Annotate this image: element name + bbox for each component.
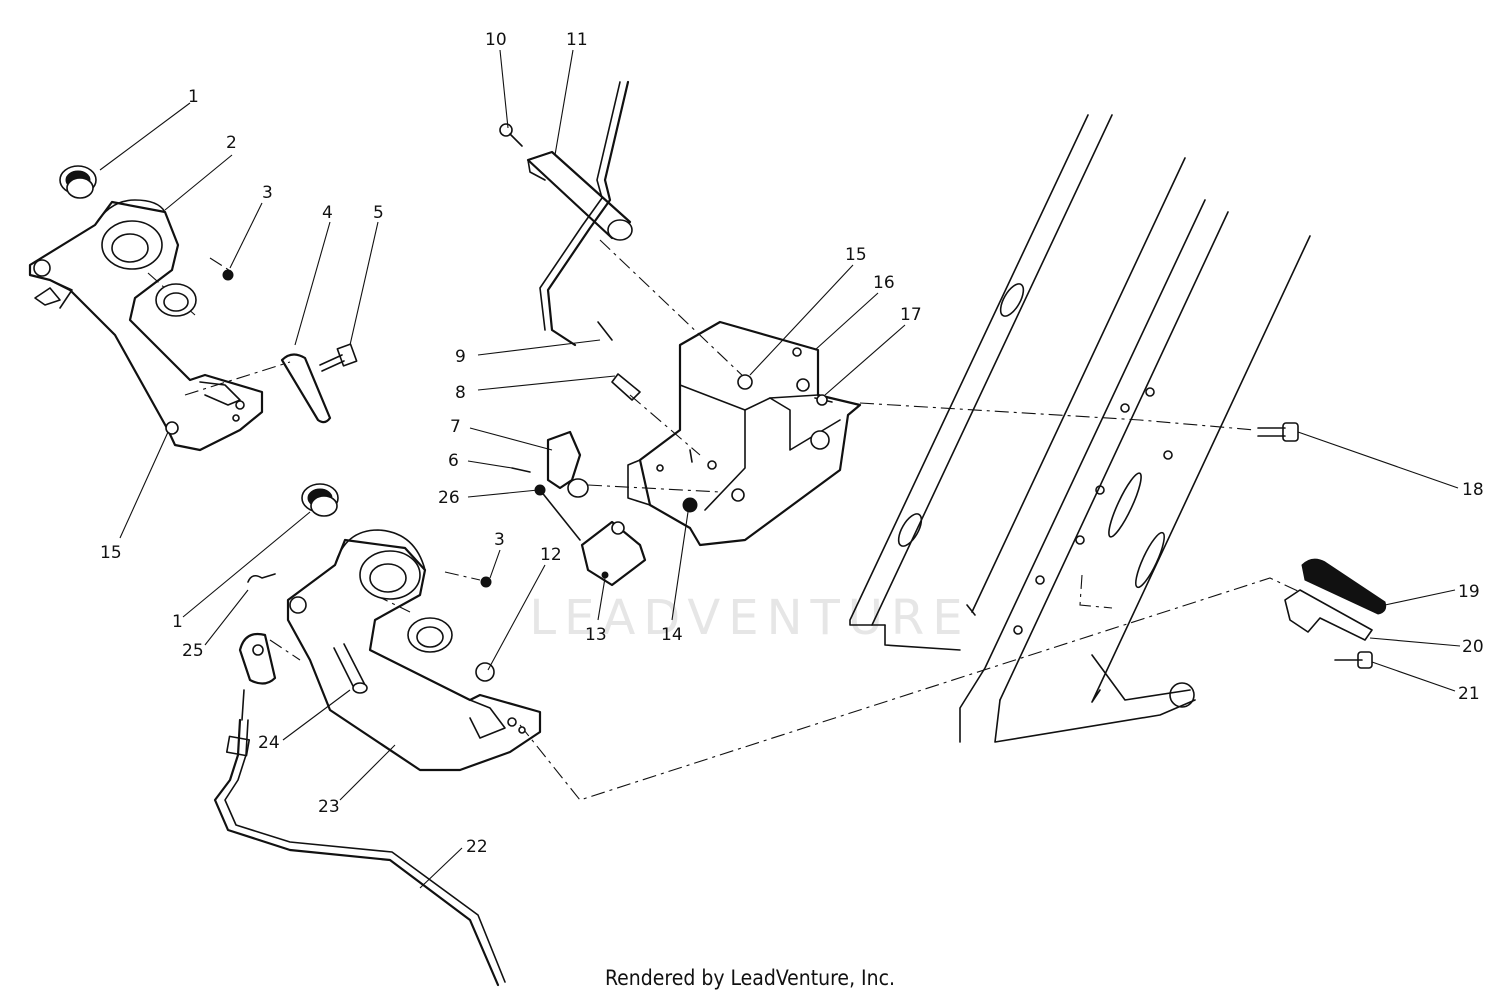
- callout-2: 2: [226, 133, 237, 153]
- callout-15: 15: [845, 245, 867, 265]
- bolt-18: [1257, 422, 1299, 442]
- callout-14: 14: [661, 625, 683, 645]
- callout-labels: 1 2 3 4 5 15 10 11 15 16 17 9 8 7 6 26 3…: [100, 30, 1484, 857]
- callout-19: 19: [1458, 582, 1480, 602]
- pedal-pad: [1284, 558, 1387, 669]
- callout-11: 11: [566, 30, 588, 50]
- callout-25: 25: [182, 641, 204, 661]
- upper-pedal-bracket: [28, 165, 358, 452]
- callout-12: 12: [540, 545, 562, 565]
- callout-3: 3: [262, 183, 273, 203]
- callout-18: 18: [1462, 480, 1484, 500]
- callout-9: 9: [455, 347, 466, 367]
- control-rod: [499, 80, 641, 401]
- rendered-by-credit: Rendered by LeadVenture, Inc.: [605, 966, 895, 990]
- leader-lines: [99, 49, 1461, 889]
- callout-6: 6: [448, 451, 459, 471]
- callout-13: 13: [585, 625, 607, 645]
- callout-7: 7: [450, 417, 461, 437]
- callout-21: 21: [1458, 684, 1480, 704]
- mounting-bracket: [511, 320, 862, 587]
- callout-23: 23: [318, 797, 340, 817]
- lower-pedal-bracket: [213, 483, 542, 987]
- callout-20: 20: [1462, 637, 1484, 657]
- callout-26: 26: [438, 488, 460, 508]
- callout-15: 15: [100, 543, 122, 563]
- callout-10: 10: [485, 30, 507, 50]
- callout-1: 1: [188, 87, 199, 107]
- callout-16: 16: [873, 273, 895, 293]
- callout-4: 4: [322, 203, 333, 223]
- callout-8: 8: [455, 383, 466, 403]
- assembly-lines: [147, 239, 1301, 801]
- callout-5: 5: [373, 203, 384, 223]
- callout-17: 17: [900, 305, 922, 325]
- callout-3: 3: [494, 530, 505, 550]
- callout-24: 24: [258, 733, 280, 753]
- callout-22: 22: [466, 837, 488, 857]
- callout-1: 1: [172, 612, 183, 632]
- frame-rail: [849, 114, 1311, 743]
